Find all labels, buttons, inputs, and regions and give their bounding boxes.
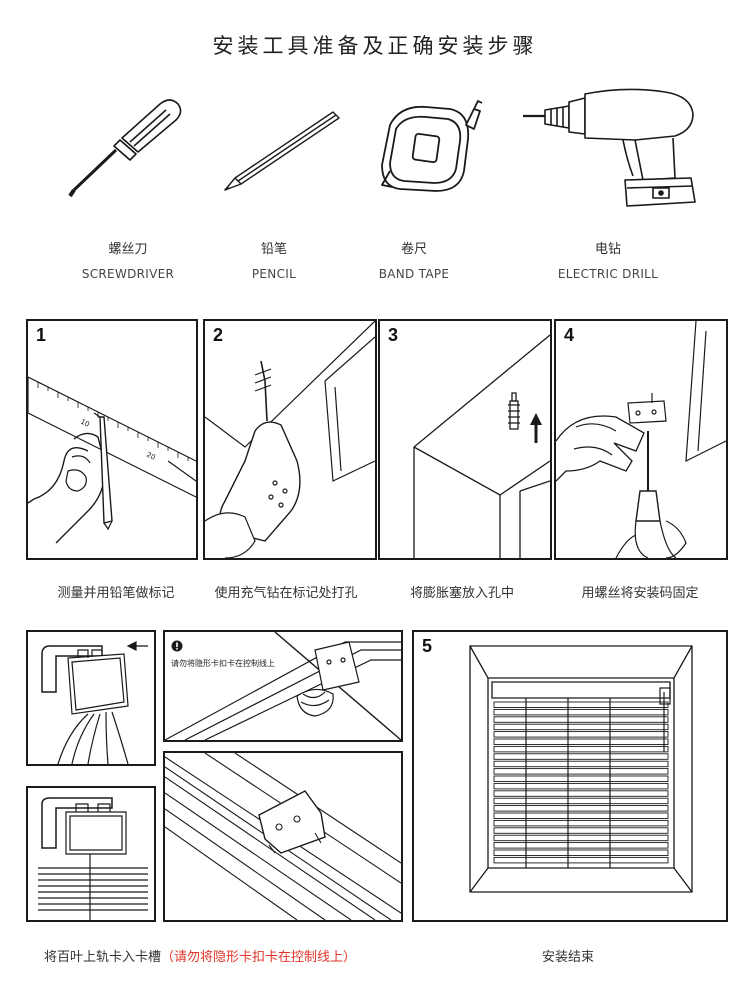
blind-slat bbox=[493, 716, 669, 723]
step-2-caption: 使用充气钻在标记处打孔 bbox=[214, 586, 358, 601]
final-caption: 安装结束 bbox=[541, 950, 594, 965]
rail-detail-panel-top bbox=[26, 630, 156, 766]
warning-text: 请勿将隐形卡扣卡在控制线上 bbox=[171, 659, 275, 668]
blind-slat bbox=[493, 834, 669, 842]
tool-name-cn: 电钻 bbox=[594, 242, 621, 257]
blind-slat bbox=[493, 856, 669, 864]
step-4-illustration bbox=[556, 321, 726, 558]
ruler-mark-10: 10 bbox=[79, 418, 91, 429]
step-1-panel: 10 20 1 bbox=[26, 319, 198, 560]
tool-name-cn: 铅笔 bbox=[260, 242, 287, 257]
step-number: 4 bbox=[564, 325, 575, 345]
rail-clip-illustration bbox=[165, 632, 401, 740]
finished-blind-illustration bbox=[469, 645, 693, 893]
blind-slat bbox=[493, 819, 669, 827]
blind-slat bbox=[493, 745, 669, 753]
step-3-caption: 将膨胀塞放入孔中 bbox=[409, 586, 514, 601]
step-2-illustration bbox=[205, 321, 375, 558]
step-3-panel: 3 bbox=[378, 319, 552, 560]
step-4-panel: 4 bbox=[554, 319, 728, 560]
warning-icon bbox=[171, 640, 183, 652]
blind-slat bbox=[493, 782, 669, 790]
step-number: 3 bbox=[388, 325, 399, 345]
blind-slat bbox=[493, 812, 669, 819]
rail-track-illustration bbox=[165, 753, 401, 920]
blind-slat bbox=[493, 760, 669, 768]
tool-name-en: BAND TAPE bbox=[378, 267, 450, 281]
blind-slat bbox=[493, 723, 669, 731]
rail-caption: 将百叶上轨卡入卡槽（请勿将隐形卡扣卡在控制线上） bbox=[26, 946, 424, 965]
tool-caption-screwdriver: 螺丝刀 SCREWDRIVER bbox=[48, 238, 208, 281]
blind-slat bbox=[493, 842, 669, 849]
blind-slat bbox=[493, 775, 669, 782]
tool-caption-drill: 电钻 ELECTRIC DRILL bbox=[528, 238, 688, 281]
step-number: 1 bbox=[36, 325, 47, 345]
step-2-panel: 2 bbox=[203, 319, 377, 560]
rail-clip-panel bbox=[163, 751, 403, 922]
step-1-illustration: 10 20 bbox=[28, 376, 196, 544]
rail-caption-main: 将百叶上轨卡入卡槽 bbox=[44, 950, 162, 965]
pencil-icon bbox=[224, 111, 340, 191]
blind-slat bbox=[493, 738, 669, 745]
blind-slat bbox=[493, 790, 669, 797]
tools-section: 螺丝刀 SCREWDRIVER 铅笔 PENCIL 卷尺 BAND TAPE 电… bbox=[0, 80, 750, 281]
step-5-panel: 5 bbox=[412, 630, 728, 922]
tool-name-cn: 卷尺 bbox=[400, 242, 427, 257]
blind-slat bbox=[493, 701, 669, 708]
blind-slat bbox=[493, 827, 669, 834]
tool-caption-tape: 卷尺 BAND TAPE bbox=[334, 238, 494, 281]
step-number: 2 bbox=[213, 325, 224, 345]
step-3-illustration bbox=[413, 334, 550, 558]
rail-detail-panel-bottom bbox=[26, 786, 156, 922]
rail-warning-panel: 请勿将隐形卡扣卡在控制线上 bbox=[163, 630, 403, 742]
tool-caption-pencil: 铅笔 PENCIL bbox=[194, 238, 354, 281]
rail-caption-note: （请勿将隐形卡扣卡在控制线上） bbox=[161, 950, 357, 965]
blind-slat bbox=[493, 768, 669, 775]
tool-name-en: SCREWDRIVER bbox=[81, 267, 175, 281]
tape-measure-icon bbox=[381, 100, 483, 192]
tool-name-en: ELECTRIC DRILL bbox=[557, 267, 659, 281]
ruler-mark-20: 20 bbox=[145, 451, 157, 462]
step-1-caption: 测量并用铅笔做标记 bbox=[57, 586, 175, 601]
step-4-caption: 用螺丝将安装码固定 bbox=[581, 586, 699, 601]
rail-bracket-installed-illustration bbox=[38, 797, 148, 920]
electric-drill-icon bbox=[523, 88, 696, 207]
step-number: 5 bbox=[422, 636, 433, 656]
tool-name-cn: 螺丝刀 bbox=[108, 242, 148, 257]
blind-slat bbox=[493, 708, 669, 716]
blind-slat bbox=[493, 805, 669, 812]
screwdriver-icon bbox=[68, 99, 182, 198]
blind-slat bbox=[493, 753, 669, 760]
blind-slat bbox=[493, 797, 669, 805]
tool-name-en: PENCIL bbox=[251, 267, 297, 281]
page-title: 安装工具准备及正确安装步骤 bbox=[212, 34, 538, 58]
rail-bracket-illustration bbox=[41, 641, 148, 764]
blind-slat bbox=[493, 849, 669, 856]
blind-slat bbox=[493, 731, 669, 738]
